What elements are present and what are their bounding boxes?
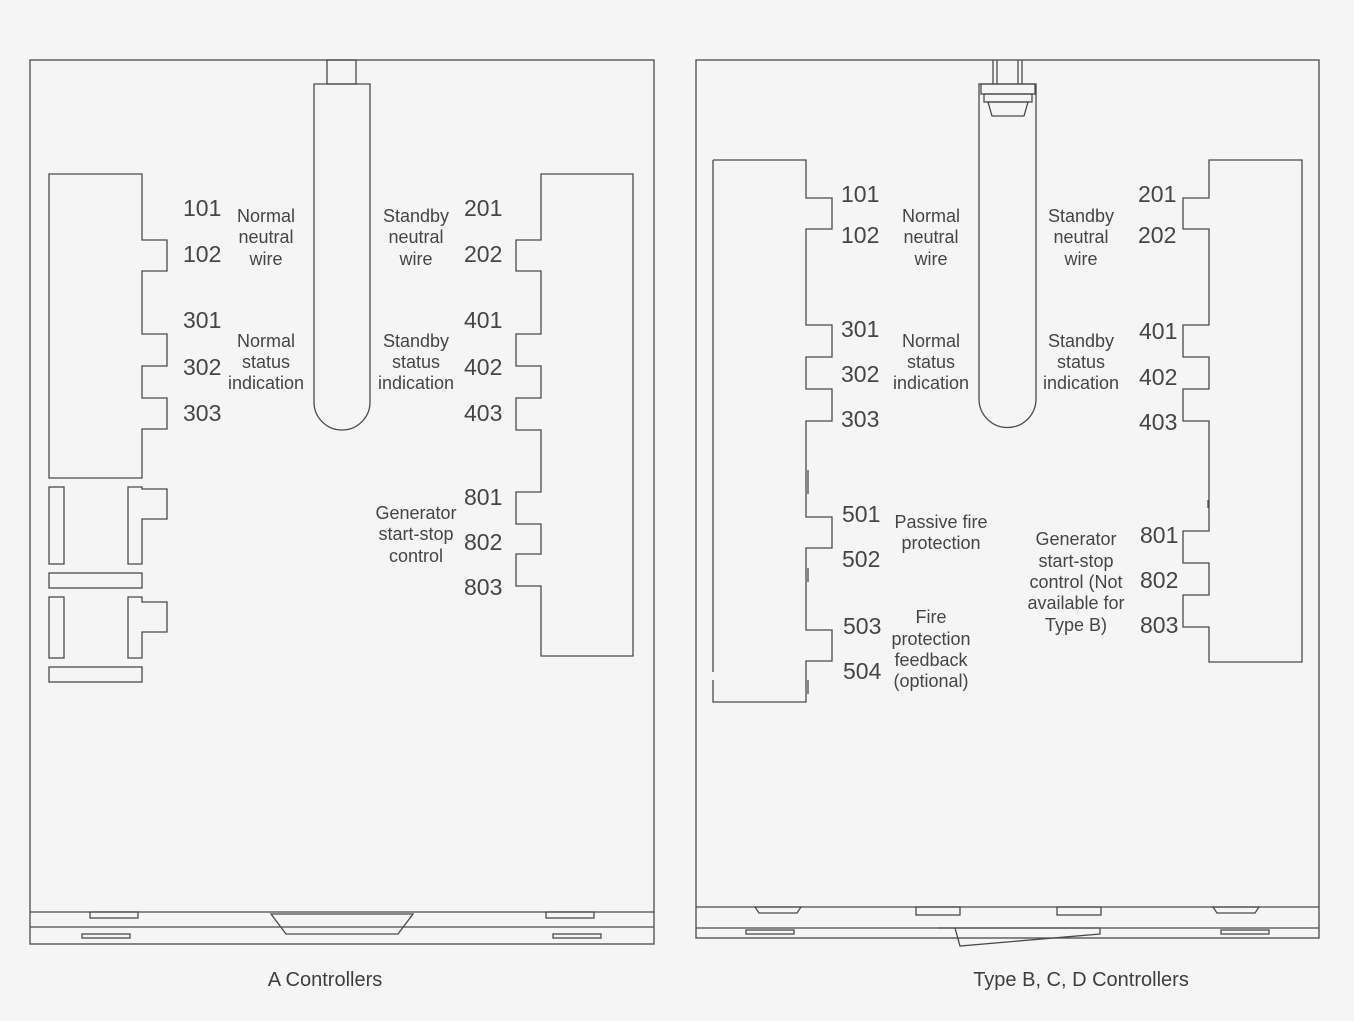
svg-text:protection: protection bbox=[901, 533, 980, 553]
svg-text:Generator: Generator bbox=[1035, 529, 1116, 549]
panel-a-standby-neutral-label: Standby neutral wire bbox=[383, 206, 449, 269]
svg-text:start-stop: start-stop bbox=[378, 524, 453, 544]
panel-b-left-terminal-numbers: 101 102 301 302 303 501 502 503 504 bbox=[841, 181, 882, 684]
svg-text:wire: wire bbox=[913, 249, 947, 269]
svg-text:Type B): Type B) bbox=[1045, 615, 1107, 635]
panel-a-left-terminal-block bbox=[48, 173, 168, 683]
terminal-401: 401 bbox=[464, 307, 502, 333]
terminal-803: 803 bbox=[464, 574, 502, 600]
svg-text:Normal: Normal bbox=[902, 206, 960, 226]
svg-text:status: status bbox=[1057, 352, 1105, 372]
svg-text:Normal: Normal bbox=[237, 331, 295, 351]
terminal-403: 403 bbox=[464, 400, 502, 426]
terminal-201: 201 bbox=[1138, 181, 1176, 207]
svg-text:indication: indication bbox=[228, 373, 304, 393]
svg-text:control: control bbox=[389, 546, 443, 566]
panel-b-caption: Type B, C, D Controllers bbox=[973, 969, 1189, 991]
terminal-502: 502 bbox=[842, 546, 880, 572]
terminal-402: 402 bbox=[1139, 364, 1177, 390]
terminal-803: 803 bbox=[1140, 612, 1178, 638]
svg-text:neutral: neutral bbox=[388, 227, 443, 247]
svg-text:Passive fire: Passive fire bbox=[894, 512, 987, 532]
terminal-102: 102 bbox=[183, 241, 221, 267]
terminal-302: 302 bbox=[841, 361, 879, 387]
panel-b-passive-fire-label: Passive fire protection bbox=[894, 512, 987, 553]
panel-b-left-terminal-block bbox=[712, 159, 833, 703]
panel-b-right-terminal-numbers: 201 202 401 402 403 801 802 803 bbox=[1138, 181, 1178, 638]
panel-b-normal-status-label: Normal status indication bbox=[893, 331, 969, 393]
panel-b-standby-neutral-label: Standby neutral wire bbox=[1048, 206, 1114, 269]
terminal-301: 301 bbox=[183, 307, 221, 333]
panel-a-generator-label: Generator start-stop control bbox=[375, 503, 456, 566]
svg-text:Fire: Fire bbox=[916, 607, 947, 627]
svg-text:Normal: Normal bbox=[237, 206, 295, 226]
svg-text:neutral: neutral bbox=[238, 227, 293, 247]
terminal-101: 101 bbox=[183, 195, 221, 221]
svg-text:status: status bbox=[907, 352, 955, 372]
svg-text:Generator: Generator bbox=[375, 503, 456, 523]
svg-text:start-stop: start-stop bbox=[1038, 551, 1113, 571]
svg-text:indication: indication bbox=[893, 373, 969, 393]
panel-a-enclosure bbox=[29, 59, 655, 945]
terminal-401: 401 bbox=[1139, 318, 1177, 344]
terminal-202: 202 bbox=[1138, 222, 1176, 248]
svg-text:available for: available for bbox=[1027, 593, 1124, 613]
svg-text:wire: wire bbox=[248, 249, 282, 269]
svg-text:status: status bbox=[392, 352, 440, 372]
svg-text:Standby: Standby bbox=[383, 206, 449, 226]
svg-text:(optional): (optional) bbox=[893, 671, 968, 691]
panel-b-enclosure bbox=[695, 59, 1320, 947]
panel-b-normal-neutral-label: Normal neutral wire bbox=[902, 206, 960, 269]
svg-text:Normal: Normal bbox=[902, 331, 960, 351]
panel-b-generator-label: Generator start-stop control (Not availa… bbox=[1027, 529, 1124, 635]
terminal-402: 402 bbox=[464, 354, 502, 380]
terminal-801: 801 bbox=[1140, 522, 1178, 548]
panel-a-normal-status-label: Normal status indication bbox=[228, 331, 304, 393]
terminal-504: 504 bbox=[843, 658, 882, 684]
panel-a-left-terminal-numbers: 101 102 301 302 303 bbox=[183, 195, 221, 426]
panel-a-right-terminal-block bbox=[515, 173, 634, 657]
terminal-303: 303 bbox=[841, 406, 879, 432]
svg-text:wire: wire bbox=[1063, 249, 1097, 269]
panel-a-cable-gland bbox=[313, 59, 371, 431]
svg-text:indication: indication bbox=[378, 373, 454, 393]
svg-text:Standby: Standby bbox=[383, 331, 449, 351]
terminal-801: 801 bbox=[464, 484, 502, 510]
terminal-101: 101 bbox=[841, 181, 879, 207]
terminal-403: 403 bbox=[1139, 409, 1177, 435]
panel-a-caption: A Controllers bbox=[268, 969, 383, 991]
terminal-202: 202 bbox=[464, 241, 502, 267]
terminal-302: 302 bbox=[183, 354, 221, 380]
panel-b-cable-gland bbox=[978, 60, 1037, 429]
svg-text:status: status bbox=[242, 352, 290, 372]
terminal-303: 303 bbox=[183, 400, 221, 426]
panel-b-standby-status-label: Standby status indication bbox=[1043, 331, 1119, 393]
terminal-102: 102 bbox=[841, 222, 879, 248]
svg-text:Standby: Standby bbox=[1048, 206, 1114, 226]
svg-text:indication: indication bbox=[1043, 373, 1119, 393]
svg-text:feedback: feedback bbox=[894, 650, 968, 670]
panel-b-fire-feedback-label: Fire protection feedback (optional) bbox=[891, 607, 970, 691]
panel-a-standby-status-label: Standby status indication bbox=[378, 331, 454, 393]
panel-a-normal-neutral-label: Normal neutral wire bbox=[237, 206, 295, 269]
terminal-802: 802 bbox=[1140, 567, 1178, 593]
terminal-501: 501 bbox=[842, 501, 880, 527]
svg-text:wire: wire bbox=[398, 249, 432, 269]
svg-text:neutral: neutral bbox=[903, 227, 958, 247]
terminal-503: 503 bbox=[843, 613, 881, 639]
terminal-301: 301 bbox=[841, 316, 879, 342]
panel-a-right-terminal-numbers: 201 202 401 402 403 801 802 803 bbox=[464, 195, 502, 600]
svg-text:protection: protection bbox=[891, 629, 970, 649]
svg-text:control (Not: control (Not bbox=[1029, 572, 1122, 592]
svg-text:neutral: neutral bbox=[1053, 227, 1108, 247]
panel-b-right-terminal-block bbox=[1182, 159, 1303, 663]
terminal-201: 201 bbox=[464, 195, 502, 221]
svg-text:Standby: Standby bbox=[1048, 331, 1114, 351]
terminal-802: 802 bbox=[464, 529, 502, 555]
